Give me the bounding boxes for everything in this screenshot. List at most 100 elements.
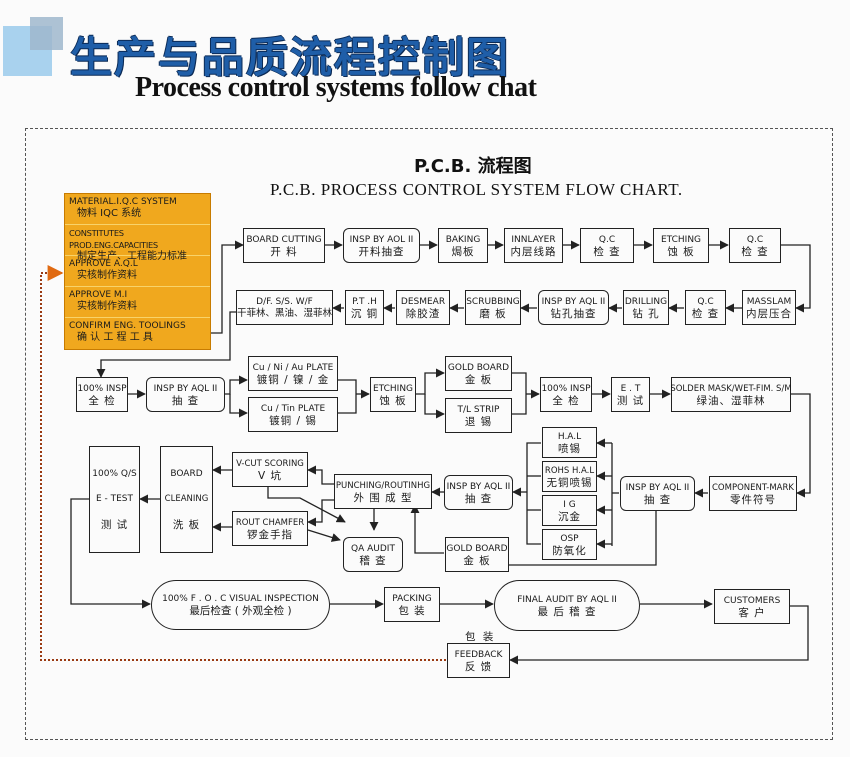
step-cn: 检 查: [593, 245, 621, 258]
step-en: PACKING: [392, 593, 432, 604]
step-en: INSP BY AOL II: [349, 234, 414, 245]
step-en: SCRUBBING: [466, 296, 520, 307]
step-en: 100% INSP: [541, 383, 591, 394]
step-en: GOLD BOARD: [447, 362, 510, 373]
connector: [307, 499, 334, 527]
step-en: INSP BY AQL II: [153, 383, 218, 394]
chart-frame: [25, 128, 833, 740]
step-en: 100% Q/S: [92, 468, 137, 479]
system-row-cn: 物料 IQC 系统: [77, 208, 142, 219]
step-cn: 抽 查: [171, 394, 200, 407]
step-cn: 客 户: [738, 606, 766, 619]
step-en: ROUT CHAMFER: [235, 517, 305, 528]
step-cn: 无铜喷锡: [546, 476, 593, 489]
step-en: SOLDER MASK/WET-FIM. S/M: [670, 383, 792, 394]
system-row-en: APPROVE M.I: [69, 290, 128, 300]
step-en: V-CUT SCORING: [236, 458, 304, 469]
step-en: Q.C: [697, 296, 714, 307]
step-en: E . T: [620, 383, 641, 394]
step-en: CUSTOMERS: [723, 595, 781, 606]
system-row-cn: 制定生产、工程能力标准: [77, 251, 187, 262]
step-en: D/F. S/S. W/F: [256, 296, 313, 307]
step-cn: 钻 孔: [632, 307, 660, 320]
step-en: PUNCHING/ROUTINHG: [335, 480, 431, 491]
connector-df-to-insp: [96, 311, 236, 378]
step-cn: 镀铜 / 锡: [269, 414, 317, 427]
step-cn: 测 试: [616, 394, 645, 407]
connector-merge: [338, 379, 357, 414]
step-en: ETCHING: [660, 234, 702, 245]
system-row-en: CONFIRM ENG. TOOLINGS: [69, 321, 186, 331]
system-row-cn: 实核制作资料: [77, 301, 137, 312]
connector: [225, 375, 248, 395]
step-cn: 最后检查 ( 外观全检 ): [189, 605, 292, 617]
step-en: INNLAYER: [511, 234, 556, 245]
step-en: GOLD BOARD: [446, 543, 508, 554]
step-cn: 退 锡: [464, 415, 493, 428]
step-cn: 最 后 稽 查: [537, 605, 597, 618]
step-en: OSP: [560, 533, 579, 544]
step-en: 100% F . O . C VISUAL INSPECTION: [162, 594, 319, 604]
chart-title: P.C.B. 流程图: [414, 156, 532, 177]
step-en: ROHS H.A.L: [544, 465, 595, 476]
step-cn: 测 试: [100, 519, 129, 532]
step-cn: 焗板: [451, 245, 475, 258]
step-en: QA AUDIT: [351, 543, 395, 554]
step-en: DRILLING: [624, 296, 668, 307]
step-cn: 镀铜 / 镍 / 金: [256, 373, 330, 386]
step-cn: 抽 查: [643, 493, 672, 506]
step-en: P.T .H: [352, 296, 377, 307]
step-cn: 绿油、湿菲林: [696, 394, 766, 407]
step-en: INSP BY AQL II: [541, 296, 606, 307]
system-row-cn: 实核制作资料: [77, 270, 137, 281]
step-cn: 防氧化: [552, 544, 587, 557]
